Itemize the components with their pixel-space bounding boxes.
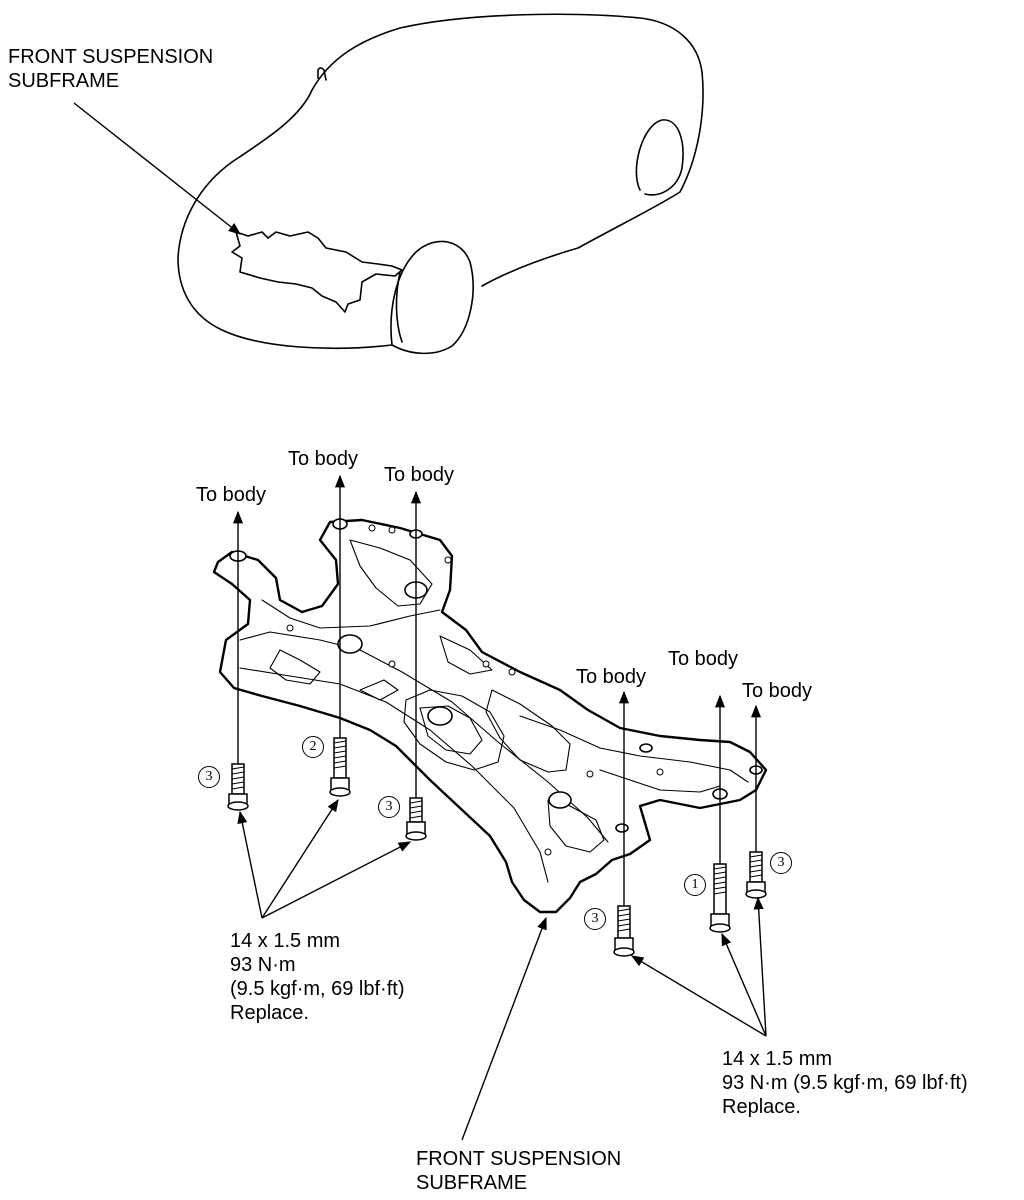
to-body-label-5: To body xyxy=(668,648,739,670)
bolt-3-left xyxy=(227,763,249,811)
bolt-2 xyxy=(329,737,351,797)
bolt-3-right xyxy=(745,851,767,899)
bottom-subframe-leader xyxy=(461,916,547,1141)
bolt-number-3-lower-right: 3 xyxy=(584,908,606,930)
to-body-label-1: To body xyxy=(196,484,267,506)
left-spec-torque-alt: (9.5 kgf·m, 69 lbf·ft) xyxy=(230,978,405,1000)
right-spec-leaders xyxy=(630,896,767,1037)
left-spec-torque: 93 N·m xyxy=(230,954,296,976)
bolt-number-1: 1 xyxy=(684,874,706,896)
bolt-number-2: 2 xyxy=(302,736,324,758)
right-spec-torque: 93 N·m (9.5 kgf·m, 69 lbf·ft) xyxy=(722,1072,968,1094)
subframe-outline xyxy=(212,518,768,914)
bottom-subframe-title-line2: SUBFRAME xyxy=(416,1172,528,1194)
bolt-1 xyxy=(709,863,731,933)
car-subframe-leader xyxy=(73,102,241,235)
bolt-number-3-left: 3 xyxy=(198,766,220,788)
left-spec-note: Replace. xyxy=(230,1002,309,1024)
car-subframe-silhouette xyxy=(231,231,403,313)
left-spec-leaders xyxy=(237,798,412,919)
to-body-label-6: To body xyxy=(742,680,813,702)
to-body-label-2: To body xyxy=(288,448,359,470)
bottom-subframe-title-line1: FRONT SUSPENSION xyxy=(416,1148,622,1170)
car-subframe-title-line1: FRONT SUSPENSION xyxy=(8,46,214,68)
car-body-outline xyxy=(177,13,704,355)
to-body-arrows xyxy=(232,474,762,906)
subframe-small-holes xyxy=(286,524,664,856)
subframe-holes xyxy=(229,518,763,833)
bolt-number-3-right: 3 xyxy=(770,852,792,874)
bolt-3-lower-right xyxy=(613,905,635,957)
car-subframe-title-line2: SUBFRAME xyxy=(8,70,120,92)
to-body-label-3: To body xyxy=(384,464,455,486)
bolt-number-3-mid: 3 xyxy=(378,796,400,818)
right-spec-note: Replace. xyxy=(722,1096,801,1118)
bolt-3-mid xyxy=(405,797,427,841)
left-spec-size: 14 x 1.5 mm xyxy=(230,930,341,952)
to-body-label-4: To body xyxy=(576,666,647,688)
right-spec-size: 14 x 1.5 mm xyxy=(722,1048,833,1070)
